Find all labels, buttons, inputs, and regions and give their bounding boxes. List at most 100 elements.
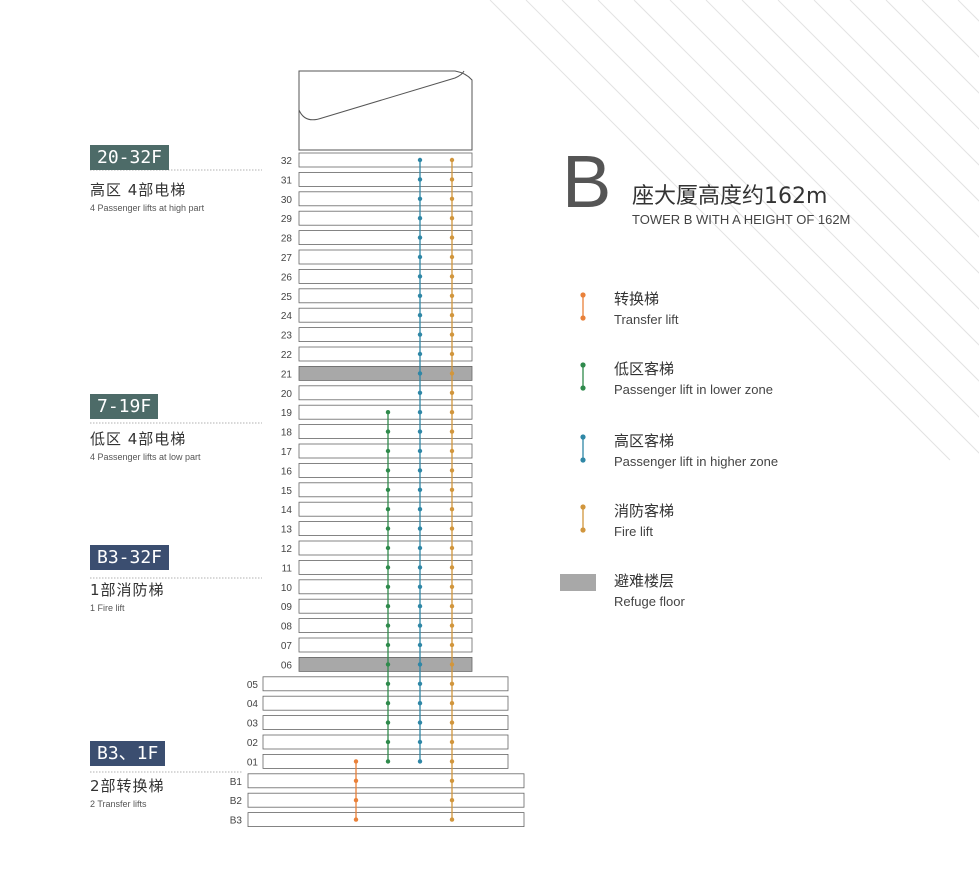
floor-slab-01: [262, 754, 509, 769]
zone-tag: 20-32F: [90, 145, 170, 170]
floor-slab-13: [298, 521, 473, 536]
low-lift-stop: [385, 662, 391, 667]
floor-slab-10: [298, 579, 473, 595]
legend-label-cn: 低区客梯: [614, 360, 675, 378]
floor-slab-32: [298, 152, 473, 168]
floor-label: 15: [281, 486, 293, 497]
low-lift-stop: [385, 545, 391, 551]
fire-lift-stop: [449, 662, 455, 667]
low-lift-stop: [385, 507, 391, 512]
floor-label: 24: [281, 311, 293, 322]
floor-slab-28: [298, 230, 473, 246]
floor-label: B1: [230, 777, 243, 788]
high-lift-stop: [417, 274, 423, 279]
floor-label: 23: [281, 331, 293, 342]
low-lift-stop: [385, 701, 391, 706]
low-lift-stop: [385, 565, 391, 570]
floor-slab-29: [298, 210, 473, 226]
floor-slab-19: [298, 404, 473, 420]
zone-cn: 1部消防梯: [90, 581, 165, 599]
fire-lift-stop: [449, 720, 455, 725]
fire-lift-stop: [449, 293, 455, 298]
floor-label: 30: [281, 195, 293, 206]
decor-line: [813, 0, 979, 166]
floor-label: 26: [281, 272, 293, 283]
legend-label-en: Passenger lift in higher zone: [614, 454, 779, 469]
floor-slab-11: [298, 560, 473, 575]
zone-cn: 2部转换梯: [90, 777, 165, 795]
floor-slab-15: [298, 482, 473, 498]
low-lift-icon: [580, 362, 586, 391]
decor-line: [597, 0, 979, 382]
fire-lift-stop: [449, 313, 455, 318]
fire-lift-stop: [449, 545, 455, 551]
floor-label: 16: [281, 466, 293, 477]
floor-label: 32: [281, 156, 293, 167]
fire-lift-stop: [449, 798, 455, 803]
decor-line: [669, 0, 979, 310]
floor-label: 31: [281, 175, 293, 186]
floor-slab-12: [298, 540, 473, 556]
fire-lift-stop: [449, 604, 455, 609]
fire-lift-icon: [580, 504, 586, 533]
low-lift-stop: [385, 720, 391, 725]
high-lift-stop: [417, 487, 423, 492]
fire-lift-stop: [449, 351, 455, 357]
floor-label: 11: [282, 563, 293, 574]
zone-tag: 7-19F: [90, 394, 159, 419]
transfer-lift-icon: [580, 292, 586, 321]
floor-label: 22: [281, 350, 293, 361]
fire-lift-stop: [449, 196, 455, 201]
floor-slab-b1: [247, 773, 525, 789]
fire-lift-stop: [449, 177, 455, 182]
decor-line: [777, 0, 979, 202]
tower-title-cn: 座大厦高度约162m: [632, 184, 828, 209]
fire-lift-stop: [449, 681, 455, 686]
zone-cn: 高区 4部电梯: [90, 181, 187, 199]
floor-label: 08: [281, 622, 293, 633]
roof-crown: [298, 70, 473, 151]
legend-label-cn: 避难楼层: [614, 572, 675, 590]
high-lift-stop: [417, 468, 423, 473]
zone-en: 2 Transfer lifts: [90, 799, 147, 809]
floor-label: 03: [247, 719, 259, 730]
high-lift-stop: [417, 642, 423, 648]
floor-label: 21: [281, 369, 293, 380]
fire-lift-stop: [449, 739, 455, 745]
floor-label: 18: [281, 428, 293, 439]
transfer-lift-stop: [353, 817, 359, 822]
floor-slab-03: [262, 715, 509, 730]
floor-label: 09: [281, 602, 293, 613]
floor-slab-30: [298, 191, 473, 207]
high-lift-stop: [417, 526, 423, 531]
floor-slab-05: [262, 676, 509, 692]
floor-slab-16: [298, 462, 473, 478]
high-lift-stop: [417, 720, 423, 725]
decor-line: [561, 0, 979, 418]
floor-label: 14: [281, 505, 293, 516]
floor-label: 25: [281, 292, 293, 303]
floor-label: 10: [281, 583, 293, 594]
high-lift-stop: [417, 351, 423, 357]
floor-slab-04: [262, 695, 509, 711]
high-lift-stop: [417, 371, 423, 376]
fire-lift-stop: [449, 487, 455, 492]
low-lift-stop: [385, 526, 391, 531]
low-lift-stop: [385, 584, 391, 589]
floor-slab-18: [298, 424, 473, 440]
low-lift-stop: [385, 623, 391, 628]
floor-slab-27: [298, 249, 473, 265]
decor-line: [633, 0, 979, 346]
high-lift-stop: [417, 410, 423, 415]
low-lift-stop: [385, 759, 391, 764]
high-lift-stop: [417, 157, 423, 163]
fire-lift-stop: [449, 759, 455, 764]
floor-label: 07: [281, 641, 293, 652]
floor-slab-b3: [247, 812, 525, 827]
